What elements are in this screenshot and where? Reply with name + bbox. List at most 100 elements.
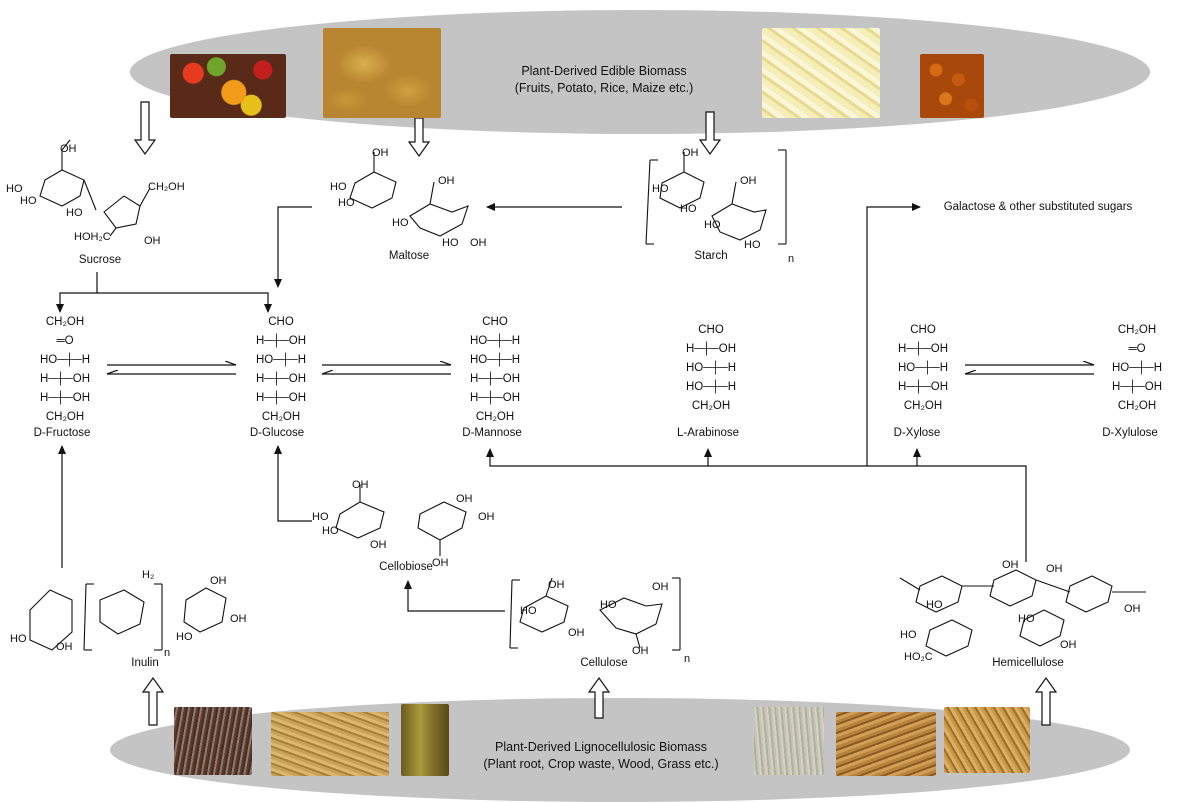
ring-labels: OH HO HO HO CH₂OH HOH₂C OH OH HO HO OH H… — [6, 143, 1141, 665]
inulin-oh-2: OH — [230, 613, 247, 625]
fischer-row: H─┼─OH — [686, 343, 736, 355]
fischer-row: H─┼─OH — [256, 335, 306, 347]
label-cellobiose: Cellobiose — [379, 561, 433, 573]
fischer-row: H─┼─OH — [256, 392, 306, 404]
fischer-row: H─┼─OH — [470, 373, 520, 385]
inulin-oh-3: OH — [56, 641, 73, 653]
xylose-fischer: CHO H─┼─OH HO─┼─H H─┼─OH CH₂OH — [886, 321, 960, 416]
label-inulin: Inulin — [131, 657, 159, 669]
cellobiose-oh-4: OH — [478, 511, 495, 523]
label-xylose: D-Xylose — [893, 427, 941, 439]
sucrose-hoh2c: HOH₂C — [74, 231, 111, 243]
fischer-row: CH₂OH — [1117, 324, 1157, 336]
fischer-row: H─┼─OH — [1112, 381, 1162, 393]
label-glucose: D-Glucose — [249, 427, 305, 439]
sucrose-oh-bottom: OH — [144, 235, 161, 247]
arrow-hemicellulose-trunk — [486, 448, 1027, 562]
hemi-oh-3: OH — [1124, 603, 1141, 615]
cellulose-ho-2: HO — [600, 599, 617, 611]
cellulose-oh-1: OH — [548, 579, 565, 591]
starch-n: n — [788, 253, 794, 265]
fischer-row: H─┼─OH — [898, 343, 948, 355]
starch-ho-3: HO — [704, 219, 721, 231]
fischer-row: HO─┼─H — [686, 381, 736, 393]
fischer-row: HO─┼─H — [40, 354, 90, 366]
maltose-ho-3: HO — [392, 217, 409, 229]
straw-photo-1 — [836, 712, 936, 776]
starch-oh-2: OH — [740, 175, 757, 187]
sucrose-ho-1: HO — [6, 183, 23, 195]
cellobiose-oh-5: OH — [432, 557, 449, 569]
fischer-row: HO─┼─H — [898, 362, 948, 374]
cellobiose-oh-top: OH — [352, 479, 369, 491]
maltose-ho-2: HO — [338, 197, 355, 209]
arrow-cellobiose-to-glucose — [274, 445, 312, 522]
maltose-oh-top: OH — [372, 147, 389, 159]
fructose-fischer: CH₂OH ═O HO─┼─H H─┼─OH H─┼─OH CH₂OH — [30, 313, 100, 427]
arrow-sucrose-split — [56, 272, 98, 313]
hemi-ho-3: HO — [900, 629, 917, 641]
fischer-row: H─┼─OH — [256, 373, 306, 385]
cellobiose-ho-2: HO — [322, 525, 339, 537]
label-cellulose: Cellulose — [580, 657, 628, 669]
arrow-cellulose-to-cellobiose — [404, 580, 505, 612]
crop-waste-photo — [271, 712, 389, 776]
fischer-row: CHO — [268, 316, 294, 328]
grass-photo — [754, 707, 824, 775]
fischer-row: CH₂OH — [45, 316, 85, 328]
fischer-row: CH₂OH — [1117, 400, 1157, 412]
sucrose-ch2oh: CH₂OH — [148, 181, 185, 193]
cellulose-structure — [509, 577, 681, 651]
fischer-row: CHO — [482, 316, 508, 328]
bottom-biomass-label: Plant-Derived Lignocellulosic Biomass (P… — [483, 739, 718, 773]
starch-ho-4: HO — [744, 239, 761, 251]
fischer-row: H─┼─OH — [40, 392, 90, 404]
label-hemicellulose: Hemicellulose — [992, 657, 1064, 669]
bottom-biomass-subtitle: (Plant root, Crop waste, Wood, Grass etc… — [483, 757, 719, 771]
hollow-arrow-hemicellulose — [1034, 676, 1058, 726]
cellobiose-oh-3: OH — [456, 493, 473, 505]
top-biomass-subtitle: (Fruits, Potato, Rice, Maize etc.) — [514, 81, 694, 95]
hollow-arrow-cellulose — [587, 676, 611, 719]
hemi-ho-1: HO — [926, 599, 943, 611]
fischer-row: CH₂OH — [475, 411, 515, 423]
hemi-oh-4: OH — [1060, 639, 1077, 651]
top-biomass-title: Plant-Derived Edible Biomass — [521, 64, 687, 78]
label-sucrose: Sucrose — [78, 254, 122, 266]
arrow-maltose-to-glucose — [274, 206, 312, 288]
hollow-arrow-sucrose — [133, 101, 157, 156]
hemicellulose-structure — [899, 569, 1146, 657]
hemi-oh-1: OH — [1002, 559, 1019, 571]
maize-photo — [920, 54, 984, 118]
label-fructose: D-Fructose — [33, 427, 91, 439]
fruits-photo — [170, 54, 286, 118]
label-arabinose: L-Arabinose — [676, 427, 740, 439]
cellulose-oh-4: OH — [632, 645, 649, 657]
cellobiose-structure — [335, 484, 467, 556]
inulin-n: n — [164, 647, 170, 659]
fischer-row: H─┼─OH — [898, 381, 948, 393]
top-biomass-label: Plant-Derived Edible Biomass (Fruits, Po… — [515, 63, 694, 97]
starch-structure — [645, 149, 787, 245]
straw-photo-2 — [944, 707, 1030, 773]
fischer-row: HO─┼─H — [470, 354, 520, 366]
fischer-row: ═O — [1128, 343, 1146, 355]
wood-photo — [401, 704, 449, 776]
fischer-row: H─┼─OH — [40, 373, 90, 385]
cellobiose-oh-2: OH — [370, 539, 387, 551]
starch-ho-1: HO — [652, 183, 669, 195]
sucrose-ho-2: HO — [20, 195, 37, 207]
label-xylulose: D-Xylulose — [1102, 427, 1158, 439]
starch-oh-top: OH — [682, 147, 699, 159]
maltose-ho-4: HO — [442, 237, 459, 249]
hemi-oh-2: OH — [1046, 563, 1063, 575]
hemi-ho2c: HO₂C — [904, 651, 933, 663]
fischer-row: HO─┼─H — [686, 362, 736, 374]
fischer-row: HO─┼─H — [470, 335, 520, 347]
mannose-fischer: CHO HO─┼─H HO─┼─H H─┼─OH H─┼─OH CH₂OH — [458, 313, 532, 427]
starch-ho-2: HO — [680, 203, 697, 215]
sucrose-structure — [39, 139, 151, 237]
arrow-sucrose-to-glucose — [97, 292, 272, 313]
